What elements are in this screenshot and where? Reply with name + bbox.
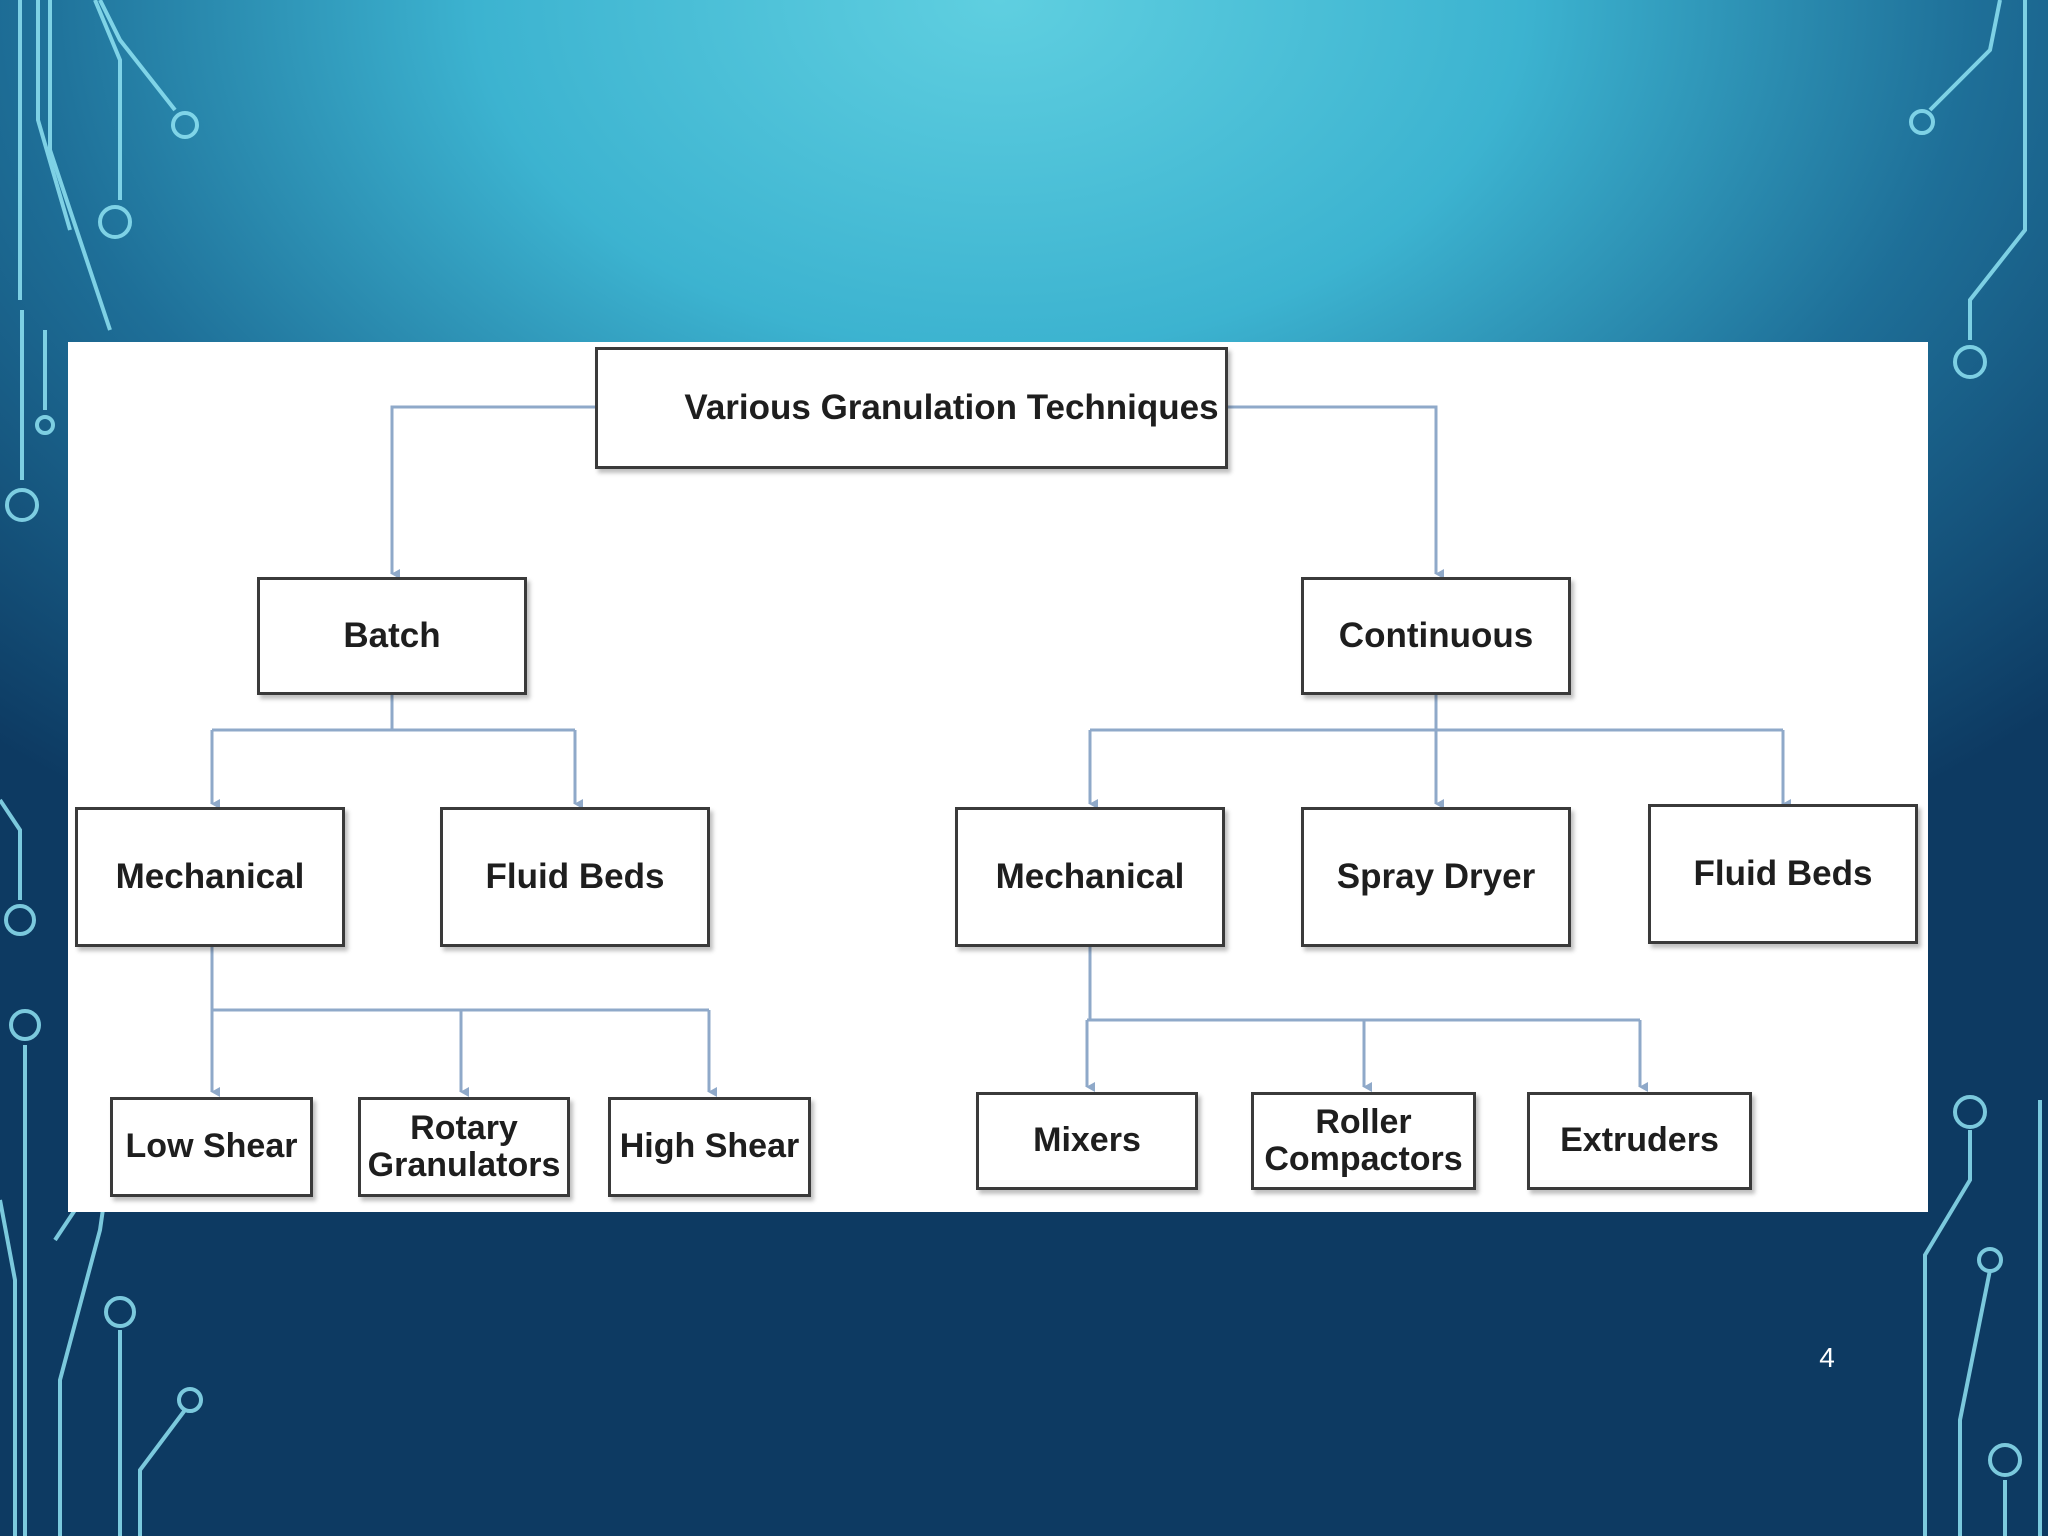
root-node-label: Various Granulation Techniques <box>684 387 1219 427</box>
low-shear-label: Low Shear <box>125 1127 298 1166</box>
continuous-fluid-beds-node: Fluid Beds <box>1648 804 1918 944</box>
batch-node: Batch <box>257 577 527 695</box>
root-node: Various Granulation Techniques <box>595 347 1228 469</box>
rotary-granulators-node: Rotary Granulators <box>358 1097 570 1197</box>
mixers-label: Mixers <box>1033 1121 1141 1160</box>
continuous-fluid-beds-label: Fluid Beds <box>1693 853 1873 893</box>
continuous-node: Continuous <box>1301 577 1571 695</box>
continuous-mechanical-label: Mechanical <box>995 856 1185 896</box>
connector-lines <box>210 405 1791 1097</box>
spray-dryer-node: Spray Dryer <box>1301 807 1571 947</box>
extruders-node: Extruders <box>1527 1092 1752 1190</box>
batch-fluid-beds-node: Fluid Beds <box>440 807 710 947</box>
batch-node-label: Batch <box>343 615 441 655</box>
diagram-panel: Various Granulation Techniques Batch Con… <box>68 342 1928 1212</box>
high-shear-node: High Shear <box>608 1097 811 1197</box>
batch-fluid-beds-label: Fluid Beds <box>485 856 665 896</box>
mixers-node: Mixers <box>976 1092 1198 1190</box>
continuous-mechanical-node: Mechanical <box>955 807 1225 947</box>
roller-compactors-node: Roller Compactors <box>1251 1092 1476 1190</box>
batch-mechanical-label: Mechanical <box>115 856 305 896</box>
high-shear-label: High Shear <box>619 1127 800 1166</box>
continuous-node-label: Continuous <box>1338 615 1534 655</box>
spray-dryer-label: Spray Dryer <box>1336 856 1536 896</box>
extruders-label: Extruders <box>1560 1121 1719 1160</box>
roller-compactors-label: Roller Compactors <box>1264 1102 1463 1178</box>
batch-mechanical-node: Mechanical <box>75 807 345 947</box>
slide-number: 4 <box>1819 1342 1835 1373</box>
rotary-granulators-label: Rotary Granulators <box>367 1108 561 1184</box>
low-shear-node: Low Shear <box>110 1097 313 1197</box>
